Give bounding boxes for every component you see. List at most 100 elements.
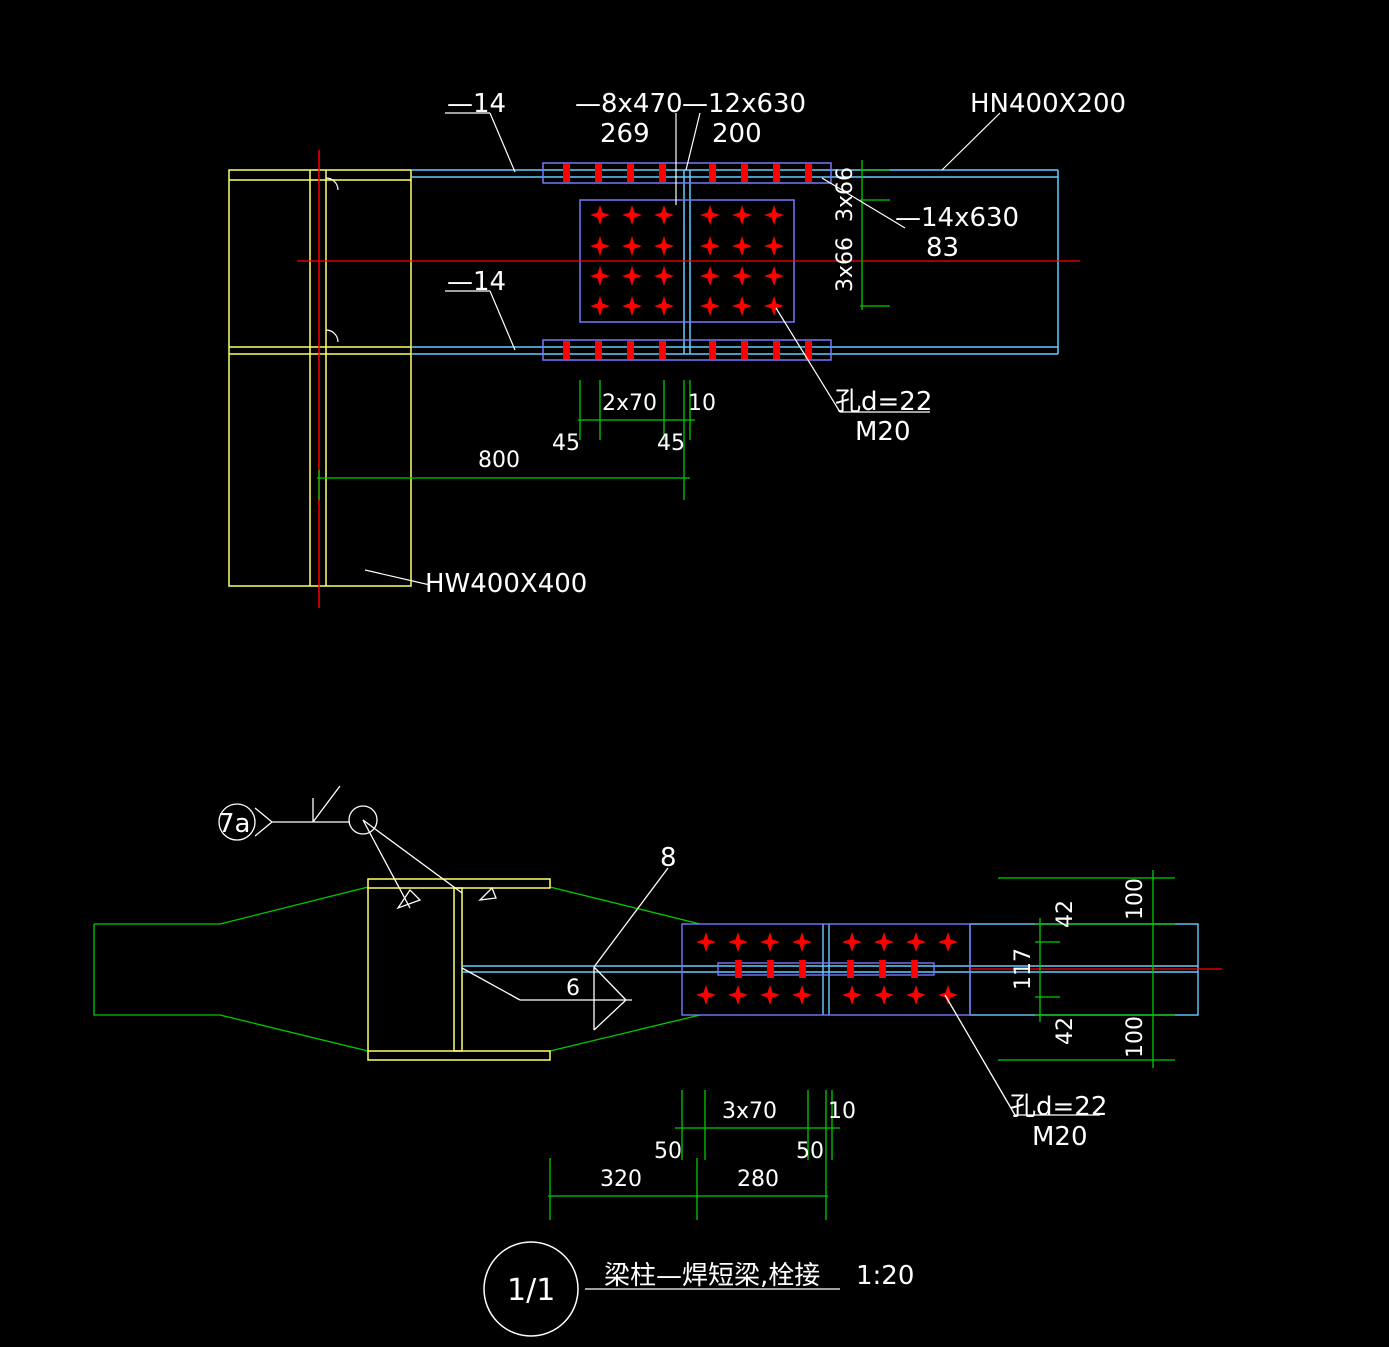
bolt-web-section <box>735 960 742 978</box>
bolt-web <box>700 205 720 225</box>
bolt-flange-row-bottom <box>760 985 780 1005</box>
bolt-bottom-flange <box>709 341 716 359</box>
detail-ref: 1/1 <box>507 1273 555 1308</box>
bolt-web <box>764 266 784 286</box>
leader-column <box>364 569 431 586</box>
bottom-dimensions <box>548 870 1175 1220</box>
bolt-flange-row-top <box>792 932 812 952</box>
bolt-top-flange <box>595 164 602 182</box>
bolt-web <box>764 236 784 256</box>
weld-access-hole-top <box>325 177 339 191</box>
column-outline <box>228 169 412 587</box>
web-bolts <box>590 205 784 316</box>
dim-left-len: 320 <box>600 1167 642 1192</box>
bolt-web <box>732 205 752 225</box>
bolt-flange-row-bottom <box>696 985 716 1005</box>
bolt-flange-row-top <box>760 932 780 952</box>
weld-leader-1 <box>362 819 411 909</box>
bolt-web <box>700 236 720 256</box>
top-dimensions <box>317 160 890 500</box>
label-plate-num: 8 <box>660 843 677 873</box>
bolt-bottom-flange <box>773 341 780 359</box>
leader-14-top <box>489 112 516 173</box>
outline-bottom-left <box>93 924 369 1052</box>
label-beam-section: HN400X200 <box>970 89 1126 119</box>
column-hw <box>228 169 412 587</box>
weld-leader-2 <box>362 819 463 894</box>
dim-bolt-edge-left: 50 <box>654 1139 682 1164</box>
bolt-web-section <box>799 960 806 978</box>
top-view: —14 —14 —8x470 269 —12x630 200 HN400X200… <box>228 89 1126 608</box>
dim-bolt-edge-right: 50 <box>796 1139 824 1164</box>
bolt-hole-leader <box>944 994 1016 1116</box>
label-plate14-top: —14 <box>447 89 506 119</box>
dim-inner-mid: 117 <box>1011 948 1036 990</box>
leader-14-bottom <box>489 290 516 351</box>
bolt-web <box>700 296 720 316</box>
dim-edge-left: 45 <box>552 431 580 456</box>
weld-symbols <box>218 785 1100 1116</box>
bolt-flange-row-top <box>938 932 958 952</box>
bolt-web <box>622 205 642 225</box>
bolt-bottom-flange <box>659 341 666 359</box>
beam-hn <box>411 169 1059 355</box>
weld-all-around <box>348 805 378 835</box>
label-bolt-hole: 孔d=22 <box>835 387 932 417</box>
weld-ref-circle <box>218 803 256 841</box>
label-inner-plate: —14x630 <box>895 203 1019 233</box>
bolt-web <box>732 296 752 316</box>
label-inner-plate-qty: 83 <box>926 233 959 263</box>
top-flange-plate <box>542 162 832 184</box>
bolt-top-flange <box>741 164 748 182</box>
dim-inner-bottom: 42 <box>1053 1017 1078 1045</box>
label-column-section: HW400X400 <box>425 569 587 599</box>
label-bolt-size-bottom: M20 <box>1032 1122 1088 1152</box>
label-bolt-hole-bottom: 孔d=22 <box>1010 1092 1107 1122</box>
bolt-flange-row-top <box>728 932 748 952</box>
plate-leader <box>593 867 669 968</box>
bolt-web-section <box>767 960 774 978</box>
label-flange-plate-qty: 200 <box>712 119 762 149</box>
top-flange-bolts <box>563 164 812 359</box>
dim-right-top: 100 <box>1123 878 1148 920</box>
label-flange-plate: —12x630 <box>682 89 806 119</box>
leader-bolt-hole <box>775 307 841 413</box>
bolt-web-section <box>911 960 918 978</box>
drawing-scale: 1:20 <box>856 1261 914 1291</box>
bolt-web <box>654 266 674 286</box>
leader-flange-plate <box>685 112 701 171</box>
leader-beam <box>941 112 1001 171</box>
bolt-web <box>590 296 610 316</box>
web-splice-plate-section <box>717 962 935 976</box>
column-section <box>367 878 551 1061</box>
weld-fillet-symbol <box>593 966 627 1031</box>
bolt-bottom-flange <box>627 341 634 359</box>
bolt-web <box>654 296 674 316</box>
bolt-top-flange <box>563 164 570 182</box>
detail-ref-circle <box>483 1241 579 1337</box>
weld-mark-1 <box>396 888 422 910</box>
bolt-top-flange <box>805 164 812 182</box>
bolt-top-flange <box>627 164 634 182</box>
bolt-bottom-flange <box>805 341 812 359</box>
beam-outline-left <box>93 886 701 1052</box>
bolt-web <box>590 236 610 256</box>
label-weld-ref: 7a <box>218 809 250 839</box>
drawing-title: 梁柱—焊短梁,栓接 <box>604 1261 820 1291</box>
dim-gap: 10 <box>688 391 716 416</box>
label-plate14-bottom: —14 <box>447 267 506 297</box>
column-web <box>453 887 463 1052</box>
web-section-bolts <box>735 960 918 978</box>
outline-bottom-right <box>549 1014 701 1052</box>
weld-symbol-bevel <box>312 785 341 823</box>
leader-inner-plate <box>821 177 906 229</box>
bottom-view: 7a 8 6 孔d=22 M20 100 100 42 42 117 3x70 … <box>93 785 1222 1220</box>
bottom-flange-plate <box>542 339 832 361</box>
weld-mark-2 <box>478 886 497 901</box>
bolt-flange-row-bottom <box>842 985 862 1005</box>
dim-inner-top: 42 <box>1053 900 1078 928</box>
bolt-flange-row-top <box>906 932 926 952</box>
bolt-flange-row-bottom <box>906 985 926 1005</box>
